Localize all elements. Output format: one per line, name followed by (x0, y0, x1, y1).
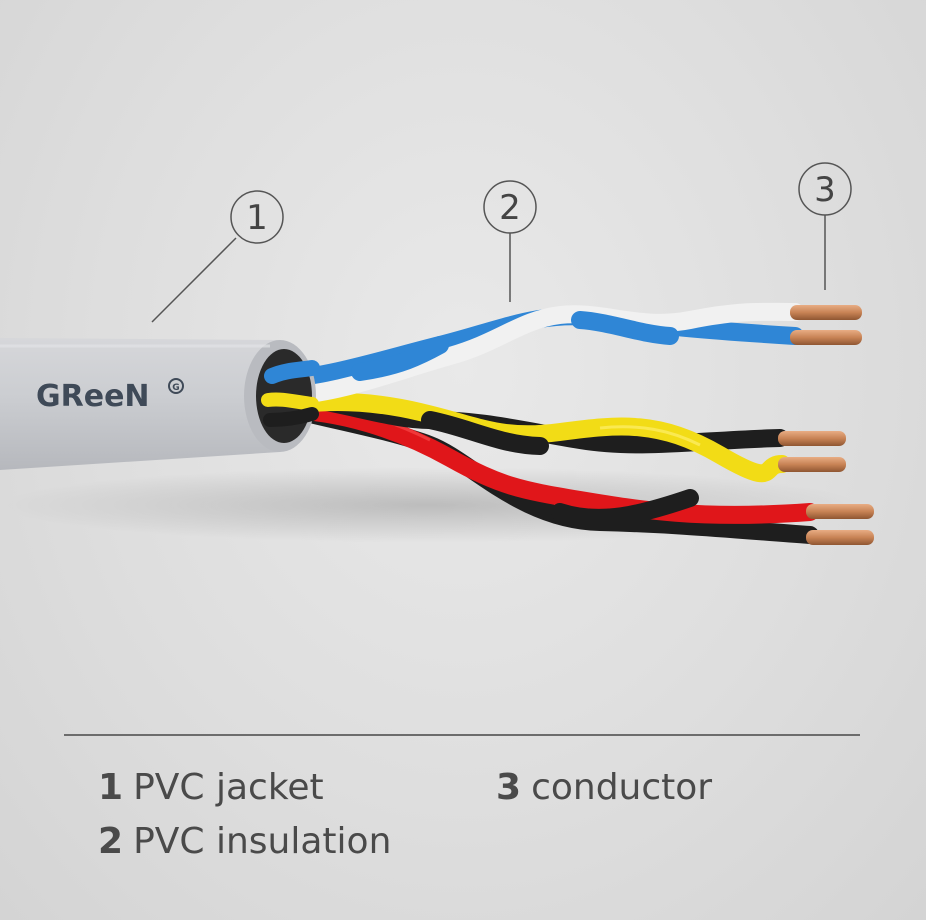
red-wire (271, 401, 819, 524)
callout-1-circle (230, 190, 284, 244)
jacket-body (0, 338, 280, 470)
yellow-black-pair (256, 388, 846, 483)
conductor-white (790, 305, 862, 320)
pvc-jacket (0, 338, 320, 470)
legend-item-number: 3 (496, 767, 522, 808)
legend-item-label: conductor (531, 767, 713, 808)
callout-2-circle (483, 180, 537, 234)
blue-wire-twist-a (351, 336, 449, 381)
conductor-blue (790, 330, 862, 345)
callout-1: 1 (151, 190, 284, 323)
cable-illustration: GReeN G 1 2 3 (0, 162, 874, 545)
yellow-wire (261, 393, 791, 483)
callout-3-circle (798, 162, 852, 216)
legend-item-number: 2 (98, 821, 124, 862)
black-wire-twist (551, 489, 699, 527)
legend-divider (64, 734, 860, 736)
blue-wire-inside (264, 360, 320, 384)
brand-mark-icon (168, 378, 184, 394)
callout-3-number: 3 (814, 170, 836, 210)
conductor-yellow (778, 457, 846, 472)
callout-3: 3 (798, 162, 852, 290)
conductor-black-middle (778, 431, 846, 446)
legend-item-label: PVC insulation (133, 821, 392, 862)
yellow-wire-inside (261, 392, 319, 411)
callout-2: 2 (483, 180, 537, 302)
black-wire-inside (263, 407, 319, 427)
brand-mark: G (172, 383, 179, 393)
brand-name: GReeN (36, 379, 150, 414)
brand-logo: GReeN G (36, 378, 184, 414)
callout-2-number: 2 (499, 188, 521, 228)
conductor-black-lower (806, 530, 874, 545)
blue-white-pair (261, 302, 862, 404)
yellow-wire-highlight (599, 425, 701, 447)
legend-item-label: PVC jacket (133, 767, 324, 808)
blue-wire-twist-b (571, 311, 679, 345)
conductor-red (806, 504, 874, 519)
callout-1-number: 1 (246, 198, 268, 238)
callout-1-leader (151, 237, 237, 323)
black-wire-middle-twist (421, 411, 549, 455)
legend-item-number: 1 (98, 767, 124, 808)
